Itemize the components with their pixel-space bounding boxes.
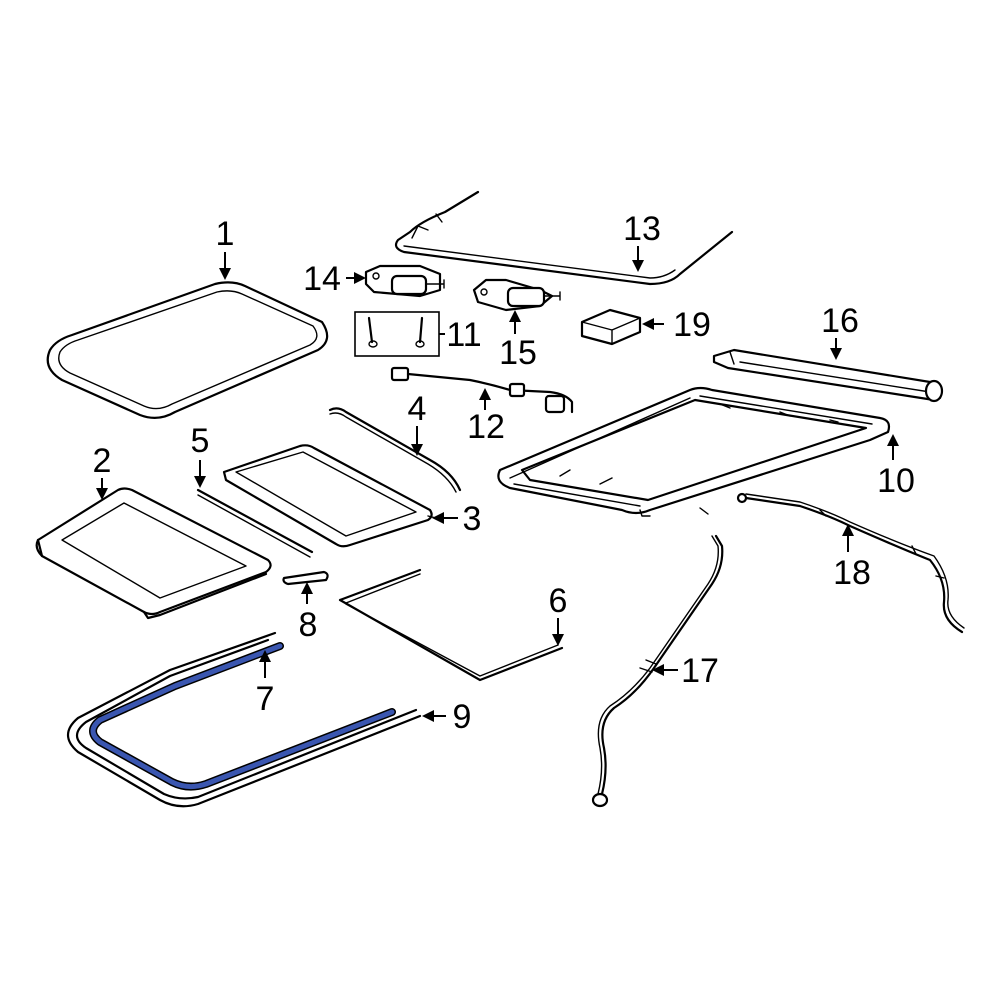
callout-15[interactable]: 15 (499, 334, 537, 372)
part-13-cable[interactable] (394, 190, 734, 286)
callout-17[interactable]: 17 (681, 652, 719, 690)
callout-6[interactable]: 6 (549, 582, 568, 620)
callout-9[interactable]: 9 (453, 698, 472, 736)
part-14-motor[interactable] (364, 264, 445, 298)
part-7-inner-seal[interactable] (89, 642, 396, 791)
part-18-drain-hose[interactable] (736, 492, 965, 634)
callout-13[interactable]: 13 (623, 210, 661, 248)
callout-3[interactable]: 3 (463, 500, 482, 538)
callout-12[interactable]: 12 (467, 408, 505, 446)
part-16-roller[interactable] (712, 348, 944, 403)
part-12-harness[interactable] (390, 366, 574, 414)
part-4-deflector[interactable] (328, 407, 462, 493)
part-2-glass-frame[interactable] (35, 487, 272, 620)
part-19-module[interactable] (580, 308, 642, 346)
part-3-sunshade[interactable] (222, 444, 437, 548)
callout-7[interactable]: 7 (256, 680, 275, 718)
part-1-glass-panel[interactable] (46, 281, 329, 419)
callout-10[interactable]: 10 (877, 462, 915, 500)
part-6-drain-channel[interactable] (338, 568, 564, 682)
callout-11[interactable]: 11 (446, 316, 481, 354)
part-17-drain-hose[interactable] (591, 534, 724, 808)
part-9-outer-seal[interactable] (66, 631, 422, 808)
part-11-bolts[interactable] (354, 311, 440, 357)
leaders (96, 246, 899, 722)
callout-1[interactable]: 1 (216, 215, 235, 253)
callout-4[interactable]: 4 (408, 390, 427, 428)
callout-18[interactable]: 18 (833, 554, 871, 592)
callout-14[interactable]: 14 (303, 260, 341, 298)
part-8-clip[interactable] (282, 570, 329, 586)
part-5-seal[interactable] (196, 488, 314, 558)
callout-16[interactable]: 16 (821, 302, 859, 340)
callout-8[interactable]: 8 (299, 606, 318, 644)
callout-labels: 1 2 3 4 5 6 7 8 9 10 11 12 13 14 15 16 1… (93, 210, 915, 736)
callout-2[interactable]: 2 (93, 442, 112, 480)
part-10-frame[interactable] (497, 386, 891, 517)
part-15-motor[interactable] (472, 278, 561, 312)
callout-19[interactable]: 19 (673, 306, 711, 344)
callout-5[interactable]: 5 (191, 422, 210, 460)
